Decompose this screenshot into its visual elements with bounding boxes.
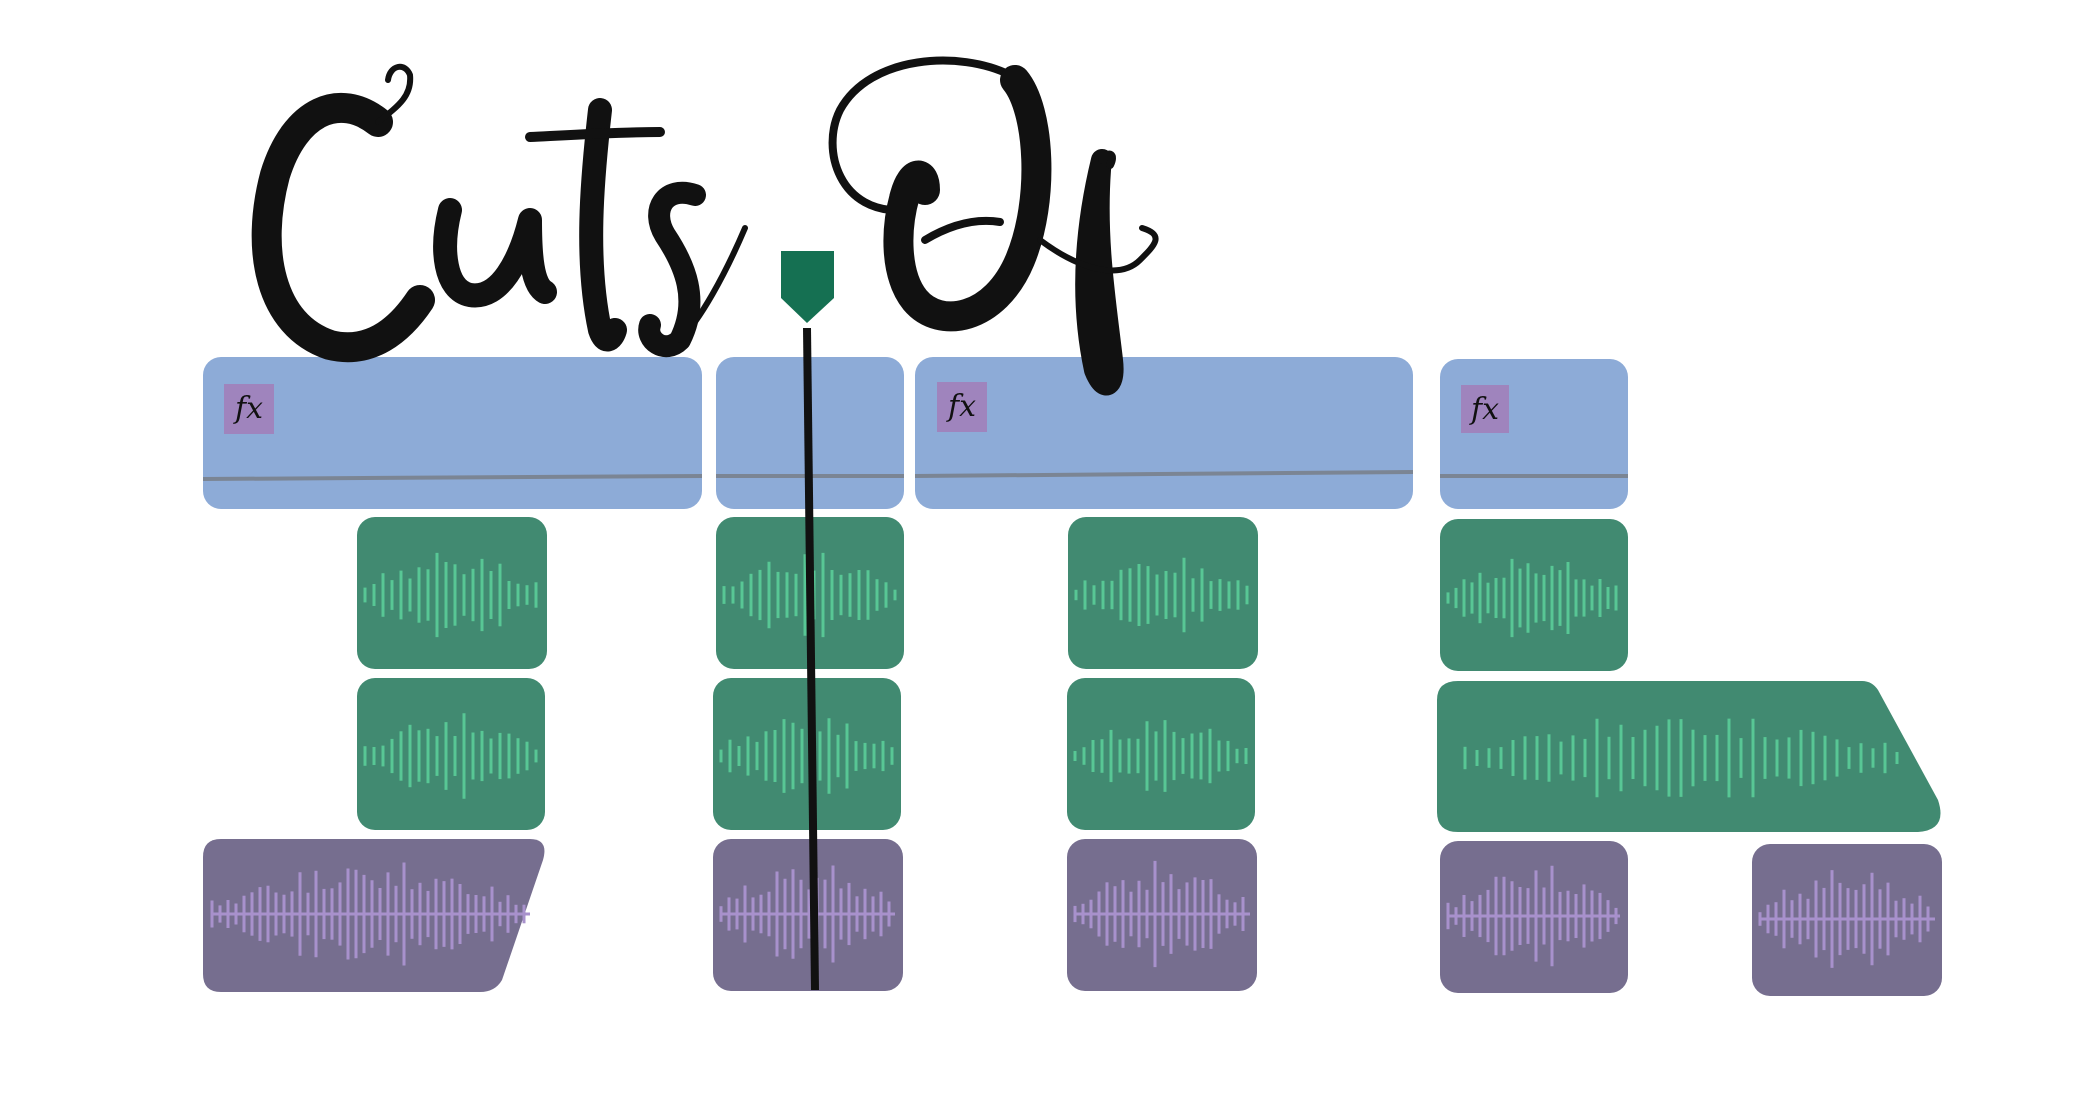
video-clip: fx [202, 357, 703, 509]
video-clip: fx [914, 357, 1414, 509]
fx-badge-label: fx [946, 389, 976, 424]
fx-badge-label: fx [1469, 392, 1499, 427]
fx-badge-label: fx [233, 391, 263, 426]
fx-badge [937, 382, 987, 432]
audio-clip [713, 678, 901, 830]
video-clip: fx [1440, 359, 1628, 509]
music-track [203, 839, 1942, 996]
fx-badge [1461, 385, 1509, 433]
audio-clip [1067, 678, 1255, 830]
playhead-icon [781, 251, 834, 991]
audio-clip [1068, 517, 1258, 669]
logo-title [251, 56, 1159, 396]
audio-clip [1440, 519, 1628, 671]
video-track: fx fx fx [202, 357, 1628, 509]
audio-track-2 [357, 678, 1941, 832]
fx-badge [224, 384, 274, 434]
audio-clip [357, 678, 545, 830]
audio-clip-long [1437, 681, 1941, 832]
waveform-icon [210, 860, 1935, 968]
audio-clip [357, 517, 547, 669]
audio-track-1 [357, 517, 1628, 671]
timeline-clips: fx fx fx [202, 357, 1942, 996]
